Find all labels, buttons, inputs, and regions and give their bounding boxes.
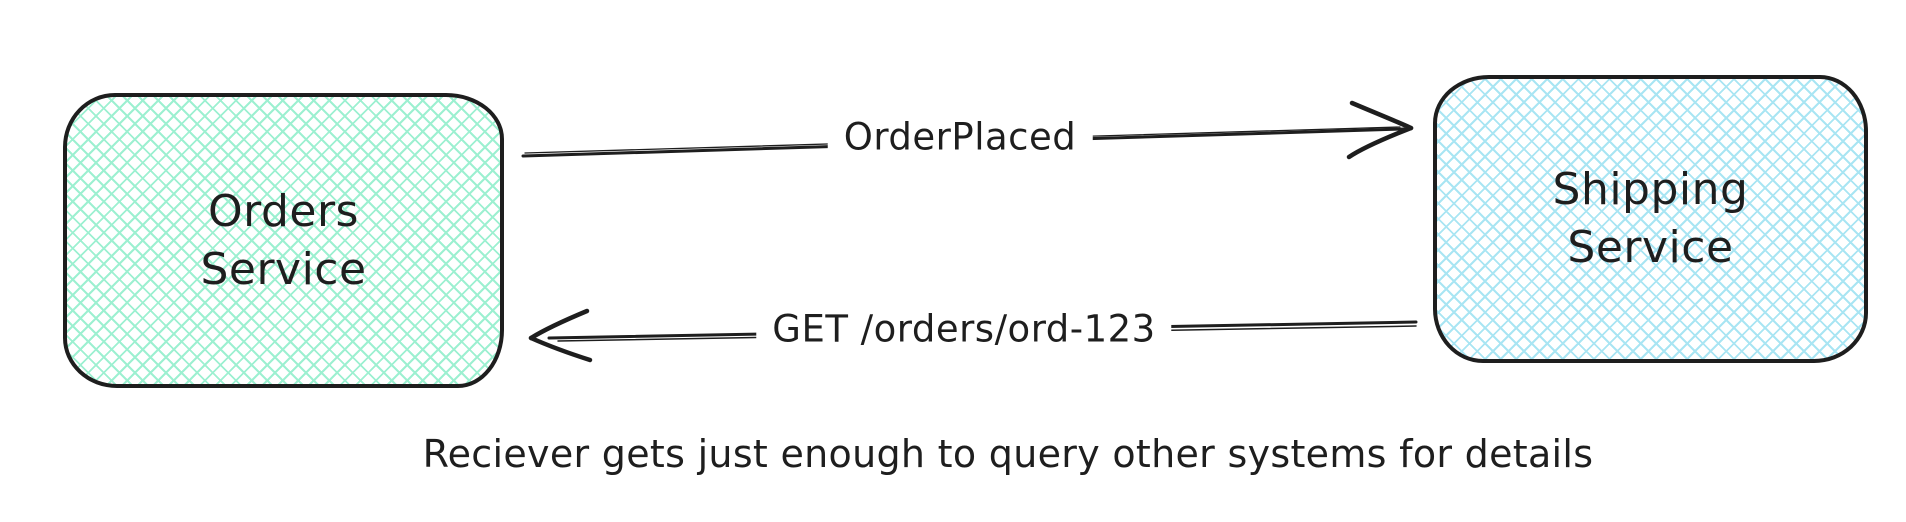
- node-orders-service: Orders Service: [63, 93, 504, 388]
- order-placed-edge-label: OrderPlaced: [827, 113, 1093, 161]
- node-shipping-service: Shipping Service: [1433, 75, 1868, 363]
- get-order-edge-label: GET /orders/ord-123: [756, 305, 1172, 353]
- orders-service-label: Orders Service: [200, 185, 367, 295]
- diagram-caption: Reciever gets just enough to query other…: [422, 432, 1594, 476]
- shipping-service-label: Shipping Service: [1552, 164, 1749, 273]
